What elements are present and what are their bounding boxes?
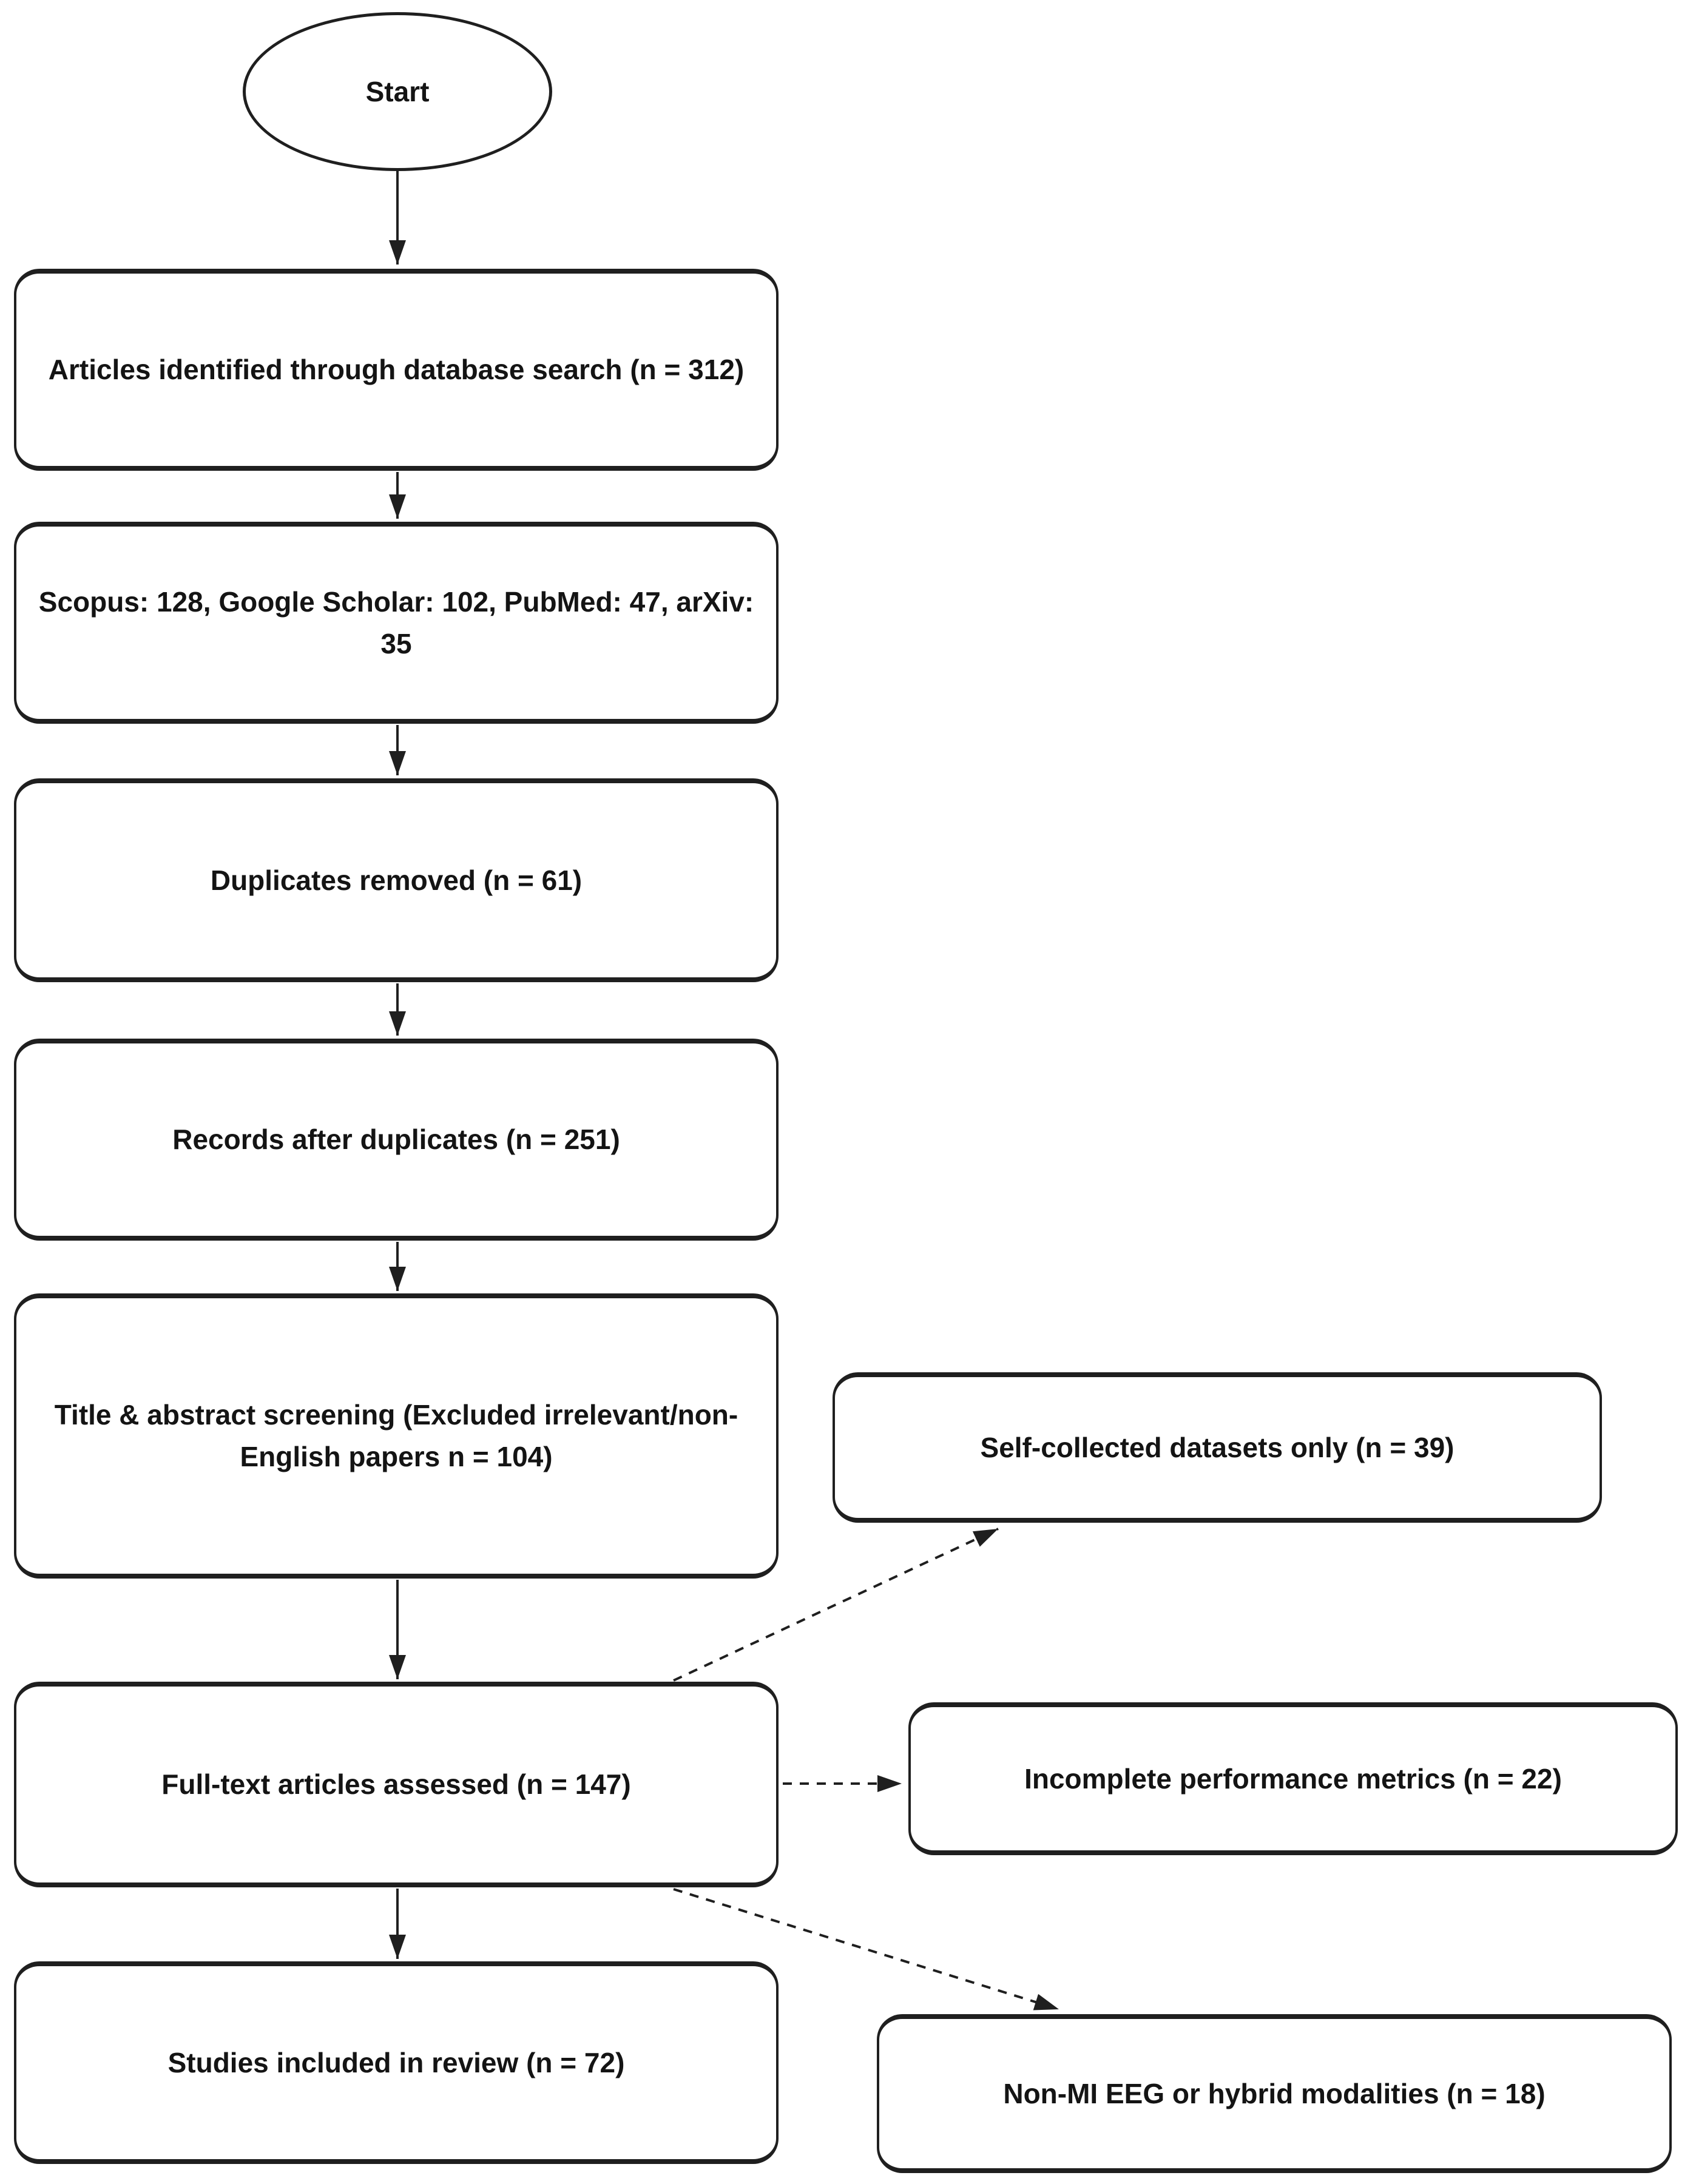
node-studies-included-label: Studies included in review (n = 72)	[167, 2046, 625, 2078]
node-incomplete-metrics-excluded-label: Incomplete performance metrics (n = 22)	[1024, 1762, 1562, 1795]
node-records-after-duplicates: Records after duplicates (n = 251)	[14, 1039, 779, 1241]
node-records-after-duplicates-label: Records after duplicates (n = 251)	[172, 1124, 620, 1155]
node-articles-identified: Articles identified through database sea…	[14, 269, 779, 471]
node-duplicates-removed-label: Duplicates removed (n = 61)	[210, 864, 583, 896]
node-database-sources: Scopus: 128, Google Scholar: 102, PubMed…	[14, 522, 779, 724]
start-node: Start	[243, 12, 552, 171]
node-non-mi-excluded: Non-MI EEG or hybrid modalities (n = 18)	[877, 2014, 1672, 2173]
node-fulltext-assessed-label: Full-text articles assessed (n = 147)	[161, 1768, 631, 1800]
node-database-sources-label: Scopus: 128, Google Scholar: 102, PubMed…	[38, 585, 754, 659]
node-title-abstract-screening: Title & abstract screening (Excluded irr…	[14, 1293, 779, 1579]
node-articles-identified-label: Articles identified through database sea…	[48, 354, 745, 385]
node-fulltext-assessed: Full-text articles assessed (n = 147)	[14, 1682, 779, 1887]
node-incomplete-metrics-excluded: Incomplete performance metrics (n = 22)	[908, 1702, 1678, 1855]
node-title-abstract-screening-label: Title & abstract screening (Excluded irr…	[54, 1399, 738, 1472]
node-studies-included: Studies included in review (n = 72)	[14, 1961, 779, 2164]
node-non-mi-excluded-label: Non-MI EEG or hybrid modalities (n = 18)	[1003, 2077, 1546, 2109]
dashed-arrow-fulltext-to-self-collected	[673, 1528, 999, 1682]
node-duplicates-removed: Duplicates removed (n = 61)	[14, 778, 779, 982]
node-self-collected-excluded: Self-collected datasets only (n = 39)	[833, 1372, 1602, 1523]
node-self-collected-excluded-label: Self-collected datasets only (n = 39)	[980, 1431, 1454, 1463]
start-label: Start	[365, 75, 430, 107]
